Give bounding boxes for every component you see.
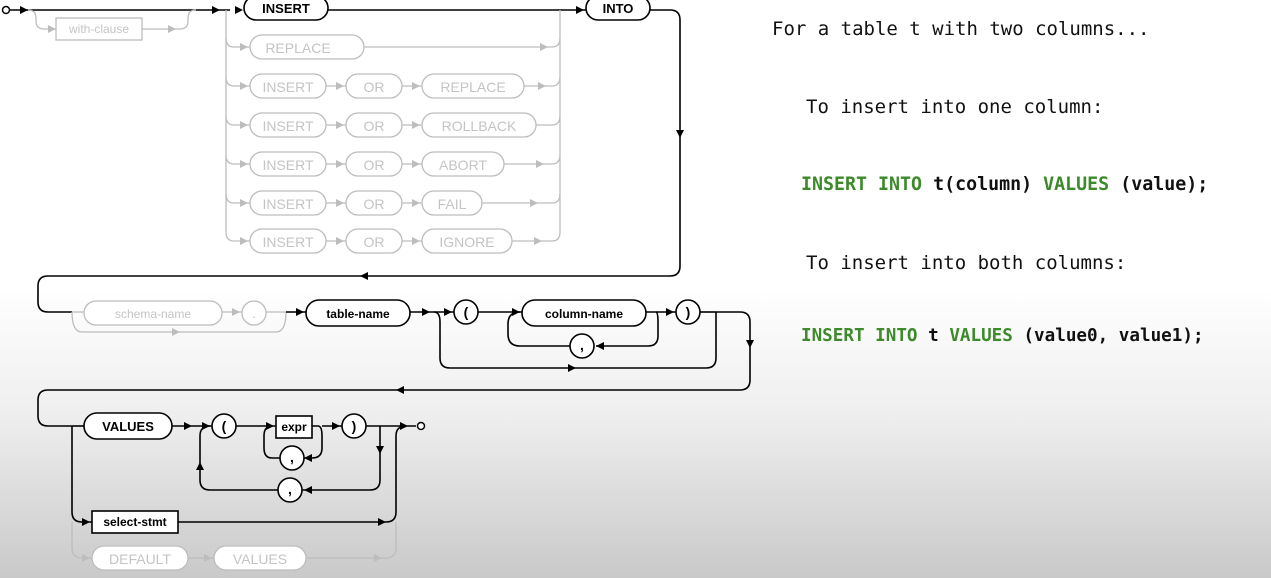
svg-text:table-name: table-name [326, 307, 390, 321]
svg-text:): ) [352, 418, 357, 434]
svg-text:VALUES: VALUES [233, 551, 287, 567]
with-clause-box: with-clause [55, 17, 143, 41]
schema-dot: . [241, 300, 267, 326]
code-keyword: INSERT INTO [801, 174, 923, 195]
svg-text:IGNORE: IGNORE [439, 234, 494, 250]
code-keyword: INSERT INTO [801, 326, 918, 346]
code-keyword: VALUES [1043, 174, 1110, 195]
code-keyword: VALUES [949, 326, 1013, 346]
values-close-paren: ) [341, 413, 367, 439]
svg-text:expr: expr [281, 420, 307, 434]
svg-text:INSERT: INSERT [262, 79, 314, 95]
expr-comma: , [279, 445, 305, 471]
code-values: (value0, value1); [1012, 326, 1204, 346]
table-name-box: table-name [305, 299, 411, 327]
insert-or-fail-or: OR [345, 190, 403, 216]
svg-text:OR: OR [364, 157, 385, 173]
schema-name-box: schema-name [83, 300, 223, 326]
values-open-paren: ( [211, 413, 237, 439]
svg-text:INSERT: INSERT [262, 234, 314, 250]
code-target: t(column) [922, 174, 1044, 195]
svg-text:): ) [686, 304, 691, 320]
end-marker [416, 421, 426, 431]
code-values: (value); [1109, 174, 1209, 195]
svg-text:select-stmt: select-stmt [103, 515, 166, 529]
svg-text:ROLLBACK: ROLLBACK [442, 118, 517, 134]
column-close-paren: ) [675, 299, 701, 325]
svg-text:ABORT: ABORT [439, 157, 487, 173]
svg-text:INSERT: INSERT [262, 196, 314, 212]
one-column-code: INSERT INTO t(column) VALUES (value); [801, 174, 1208, 195]
insert-keyword: INSERT [243, 0, 329, 21]
abort-keyword: ABORT [421, 151, 505, 177]
fail-keyword: FAIL [421, 190, 483, 216]
svg-text:OR: OR [364, 196, 385, 212]
svg-text:VALUES: VALUES [102, 419, 154, 434]
into-keyword: INTO [585, 0, 651, 21]
insert-or-abort-or: OR [345, 151, 403, 177]
insert-syntax-diagram: with-clause INSERT REPLACE INSERT OR REP… [1, 0, 754, 571]
svg-text:OR: OR [364, 79, 385, 95]
both-columns-label: To insert into both columns: [806, 252, 1127, 274]
insert-or-rollback-insert: INSERT [249, 112, 327, 138]
svg-text:schema-name: schema-name [115, 307, 191, 321]
svg-text:INSERT: INSERT [262, 118, 314, 134]
replace-keyword-2: REPLACE [421, 73, 525, 99]
svg-text:.: . [252, 305, 256, 321]
svg-text:,: , [580, 337, 584, 353]
rollback-keyword: ROLLBACK [421, 112, 537, 138]
svg-text:OR: OR [364, 118, 385, 134]
insert-or-ignore-or: OR [345, 228, 403, 254]
insert-or-replace-or: OR [345, 73, 403, 99]
svg-text:(: ( [222, 418, 227, 434]
column-open-paren: ( [453, 299, 479, 325]
expr-box: expr [275, 415, 313, 439]
svg-text:INTO: INTO [603, 1, 634, 16]
svg-text:INSERT: INSERT [262, 1, 310, 16]
values-keyword: VALUES [83, 412, 173, 440]
svg-text:REPLACE: REPLACE [440, 79, 505, 95]
code-target: t [917, 326, 950, 346]
insert-or-replace-insert: INSERT [249, 73, 327, 99]
svg-text:,: , [290, 449, 294, 465]
column-name-box: column-name [521, 299, 647, 327]
default-values-keyword: VALUES [213, 545, 307, 571]
svg-text:INSERT: INSERT [262, 157, 314, 173]
column-comma: , [569, 333, 595, 359]
svg-text:REPLACE: REPLACE [265, 40, 330, 56]
insert-or-abort-insert: INSERT [249, 151, 327, 177]
start-marker [1, 5, 11, 15]
insert-or-ignore-insert: INSERT [249, 228, 327, 254]
ignore-keyword: IGNORE [421, 228, 513, 254]
svg-text:,: , [288, 481, 292, 497]
select-stmt-box: select-stmt [91, 510, 179, 534]
svg-text:DEFAULT: DEFAULT [109, 551, 171, 567]
svg-text:OR: OR [364, 234, 385, 250]
default-keyword: DEFAULT [91, 545, 189, 571]
notes-heading: For a table t with two columns... [772, 18, 1150, 40]
svg-text:(: ( [464, 304, 469, 320]
one-column-label: To insert into one column: [806, 96, 1104, 118]
svg-text:with-clause: with-clause [68, 22, 129, 36]
replace-keyword: REPLACE [249, 34, 365, 60]
both-columns-code: INSERT INTO t VALUES (value0, value1); [801, 326, 1204, 346]
insert-or-fail-insert: INSERT [249, 190, 327, 216]
svg-text:FAIL: FAIL [438, 196, 467, 212]
svg-text:column-name: column-name [545, 307, 623, 321]
values-group-comma: , [277, 477, 303, 503]
insert-or-rollback-or: OR [345, 112, 403, 138]
